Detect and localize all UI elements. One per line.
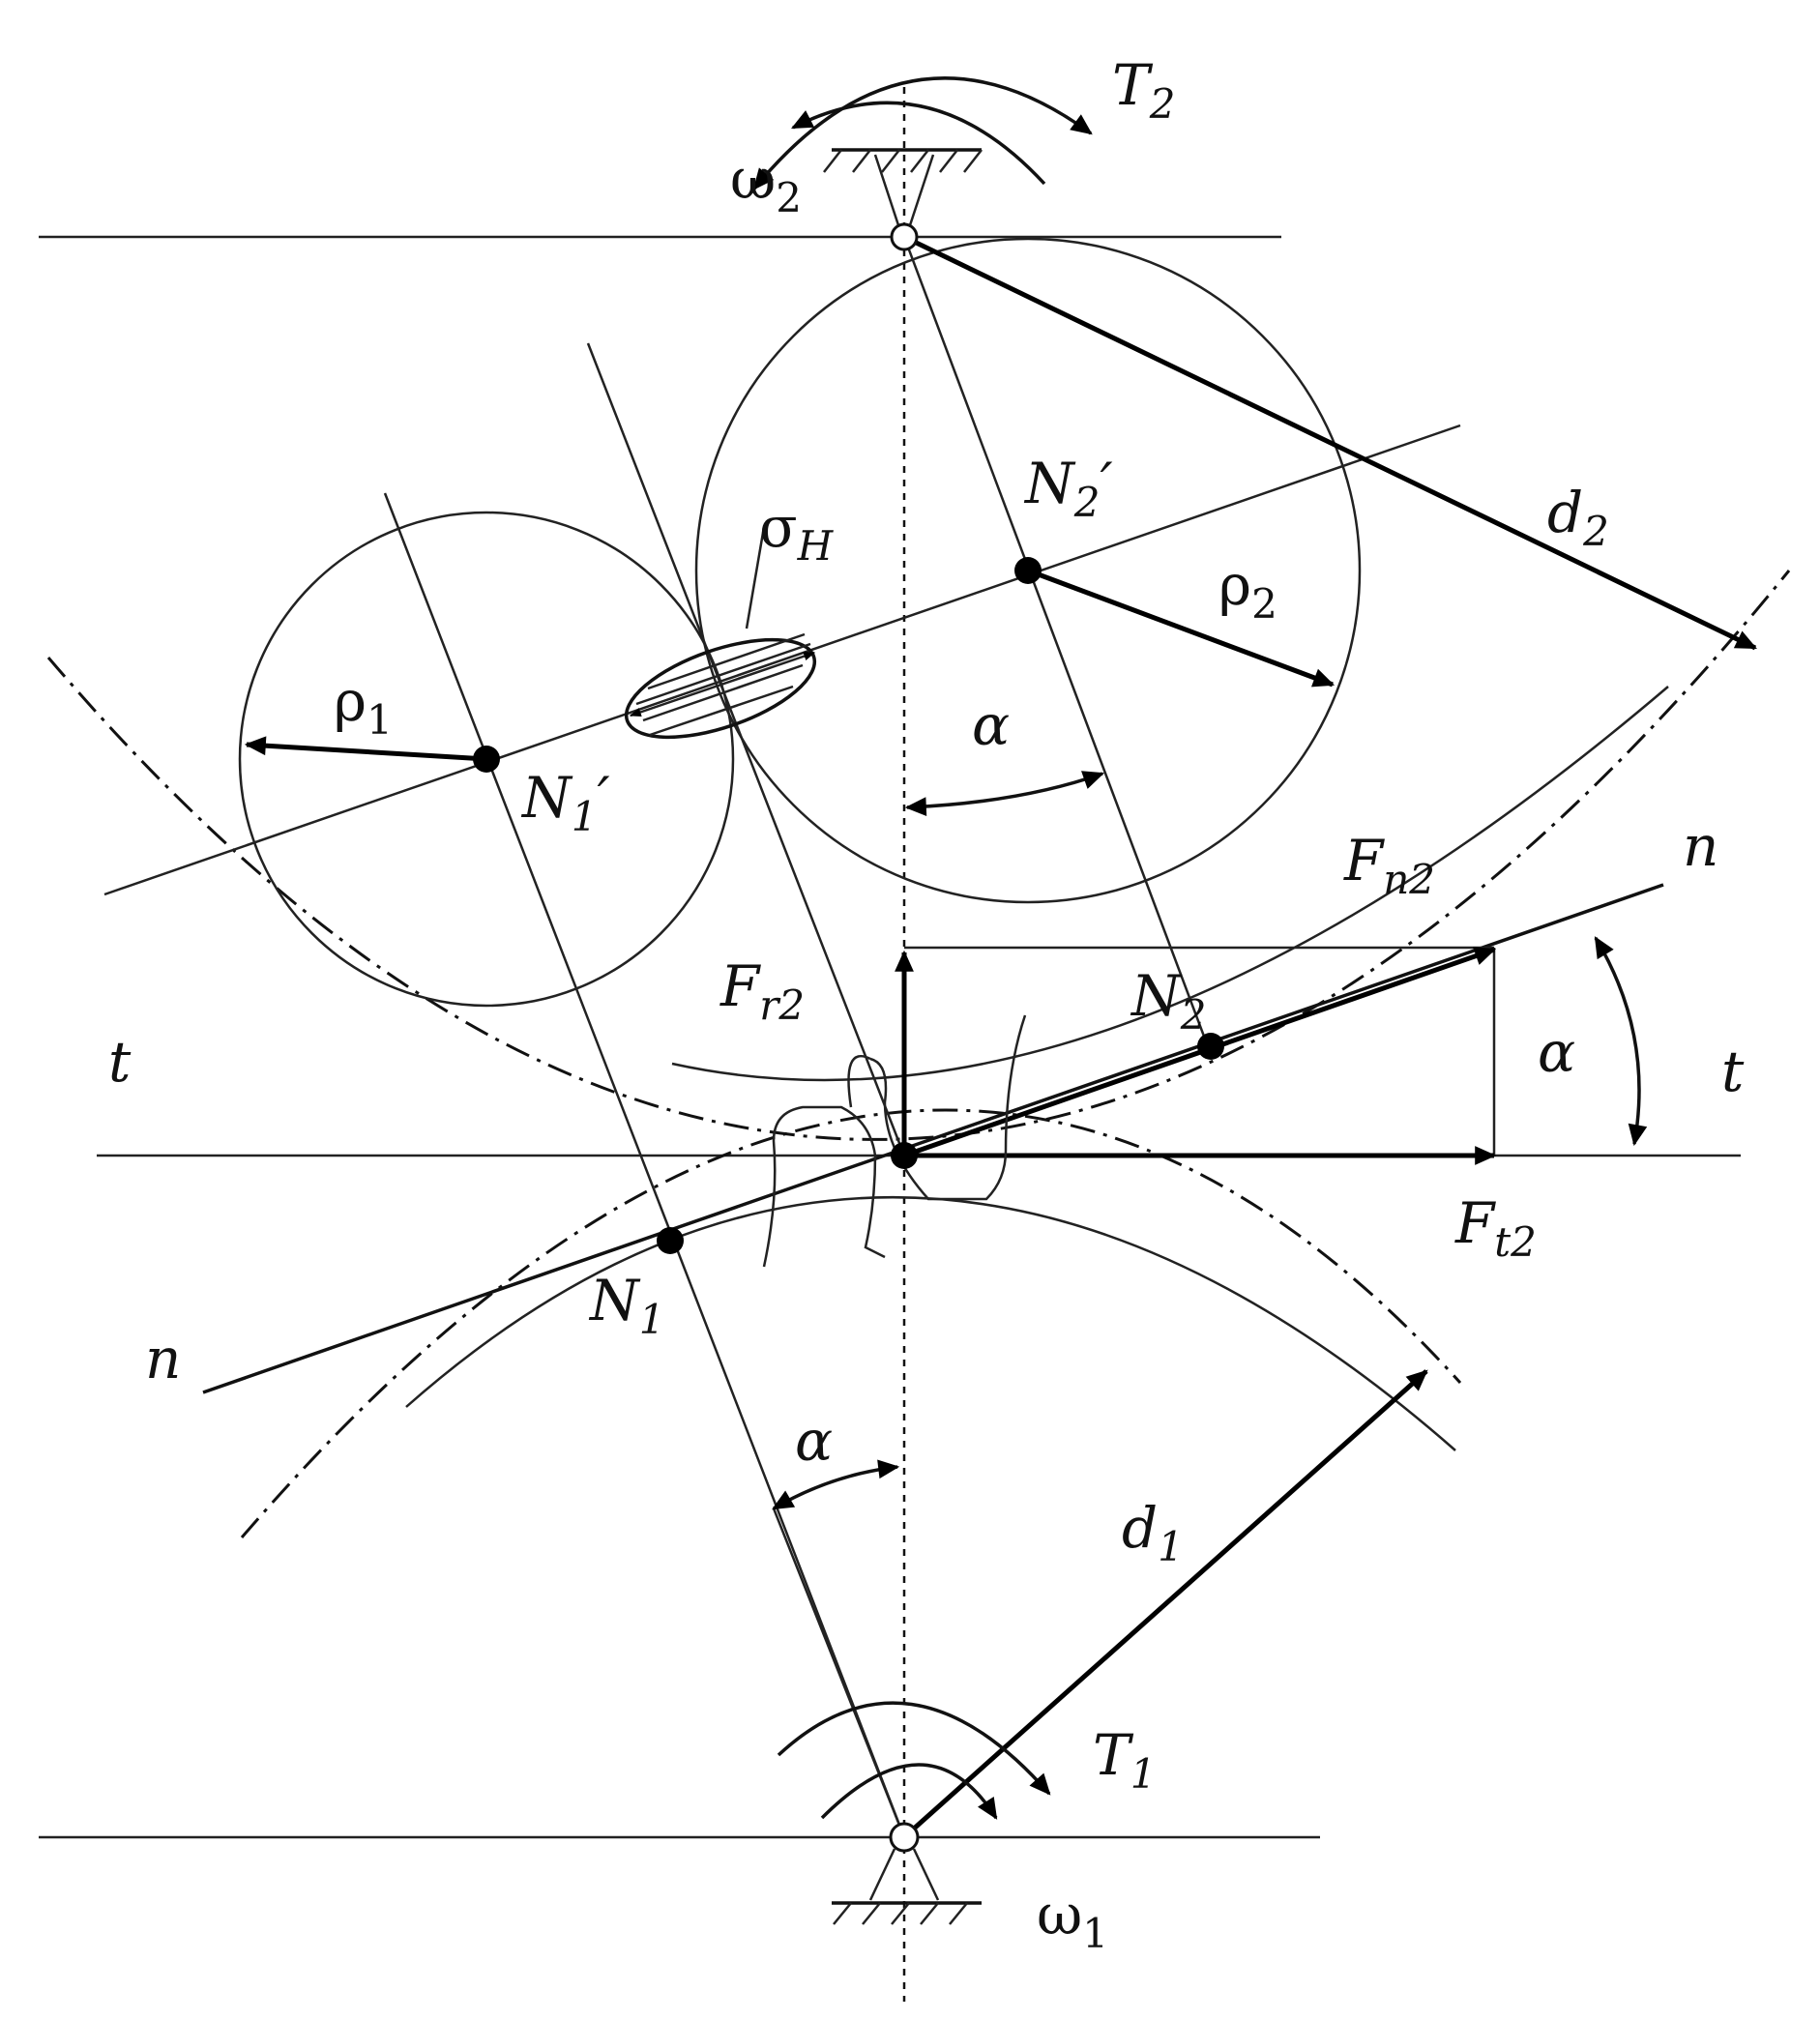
label-rho2: ρ2 <box>1218 552 1277 628</box>
omega2-rotation-arrow <box>791 101 1046 186</box>
label-omega2: ω2 <box>730 146 802 221</box>
point-N2 <box>1197 1033 1224 1060</box>
label-T2: T2 <box>1112 52 1175 128</box>
label-t-right: t <box>1721 1039 1745 1104</box>
line-of-action-nn <box>202 883 1664 1394</box>
alpha-arc-bottom <box>772 1459 900 1510</box>
equivalent-cylinder-1 <box>238 511 735 1008</box>
d1-radius-line <box>902 1369 1428 1839</box>
label-T1: T1 <box>1093 1722 1156 1798</box>
T1-torque-arrow <box>777 1701 1051 1796</box>
label-N2: N2 <box>1130 963 1206 1039</box>
label-Ft2: Ft2 <box>1454 1190 1537 1266</box>
label-alpha-bottom: α <box>795 1408 833 1474</box>
label-alpha-right: α <box>1538 1019 1575 1085</box>
label-d2: d2 <box>1547 480 1609 555</box>
label-n-right: n <box>1683 813 1718 879</box>
rho1-arrow <box>244 736 487 762</box>
label-N1prime: N1′ <box>520 765 610 840</box>
label-Fn2: Fn2 <box>1343 828 1435 903</box>
label-omega1: ω1 <box>1037 1882 1108 1957</box>
gear1-base-arc <box>405 1196 1456 1451</box>
gear1-tooth-profile <box>762 1105 886 1268</box>
top-support <box>823 148 983 251</box>
gear2-base-arc <box>671 686 1669 1082</box>
gear2-tooth-stub <box>847 1054 871 1108</box>
label-alpha-top: α <box>972 692 1010 758</box>
radial-line-gear1 <box>383 492 906 1838</box>
gear1-pitch-circle <box>240 1108 1462 1538</box>
point-N1prime <box>473 746 500 773</box>
label-d1: d1 <box>1122 1495 1184 1570</box>
label-rho1: ρ1 <box>334 668 393 744</box>
label-t-left: t <box>108 1029 132 1095</box>
label-N1: N1 <box>588 1268 664 1343</box>
gear2-tooth-profile <box>869 1014 1027 1201</box>
label-sigmaH: σH <box>759 494 835 570</box>
point-N2prime <box>1014 557 1042 584</box>
bottom-support <box>832 1822 982 1925</box>
point-N1 <box>657 1227 684 1254</box>
alpha-arc-top <box>904 771 1105 817</box>
label-N2prime: N2′ <box>1023 451 1113 526</box>
equivalent-cylinder-2 <box>694 237 1362 904</box>
omega1-rotation-arrow <box>820 1763 998 1820</box>
alpha-arc-right <box>1594 936 1648 1147</box>
contact-normal-line <box>586 342 906 1156</box>
gear2-pitch-circle <box>46 570 1791 1141</box>
radial-line-gear2 <box>902 236 1211 1050</box>
T2-torque-arrow <box>752 76 1093 190</box>
contact-stress-ellipse <box>624 526 817 740</box>
pitch-point <box>891 1142 918 1169</box>
label-n-left: n <box>145 1326 181 1391</box>
lower-construction-line <box>772 1508 906 1838</box>
rho2-arrow <box>1027 568 1336 688</box>
d2-radius-line <box>902 234 1757 651</box>
label-Fr2: Fr2 <box>719 953 805 1029</box>
